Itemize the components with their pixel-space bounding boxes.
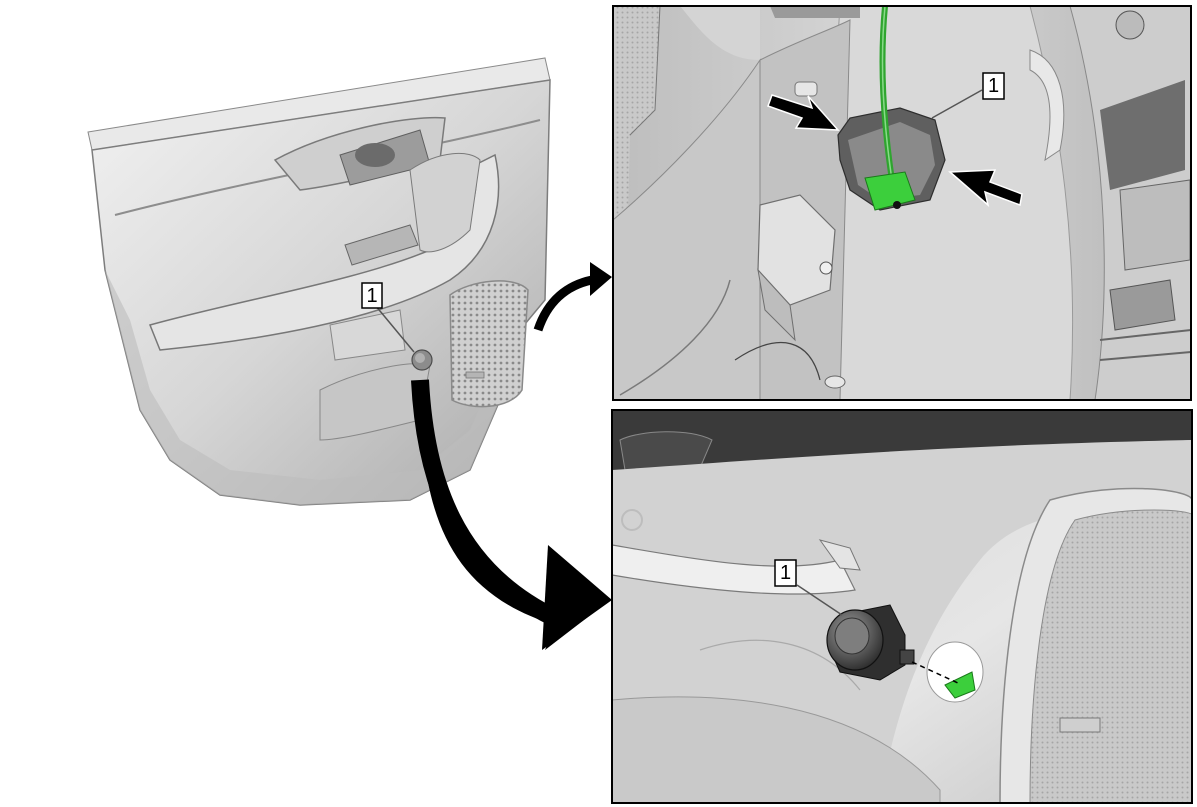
front-view-detail (612, 410, 1192, 803)
front-detail-frame (611, 409, 1193, 804)
rear-detail-frame (612, 5, 1192, 401)
arrow-to-rear-detail (533, 262, 612, 332)
callout-rear-detail: 1 (982, 72, 1005, 100)
connector (864, 171, 916, 211)
rear-view-detail (613, 6, 1191, 400)
callout-label: 1 (988, 75, 999, 97)
switch-knob (826, 604, 915, 681)
press-arrow-left (767, 94, 840, 131)
arrow-to-front-detail (411, 379, 612, 650)
press-arrow-right (948, 169, 1023, 208)
callout-front-detail: 1 (774, 559, 797, 587)
callout-label: 1 (780, 562, 791, 584)
door-panel-illustration (87, 57, 551, 506)
callout-door-panel: 1 (361, 282, 383, 309)
connector (944, 671, 976, 699)
callout-label: 1 (366, 285, 377, 307)
